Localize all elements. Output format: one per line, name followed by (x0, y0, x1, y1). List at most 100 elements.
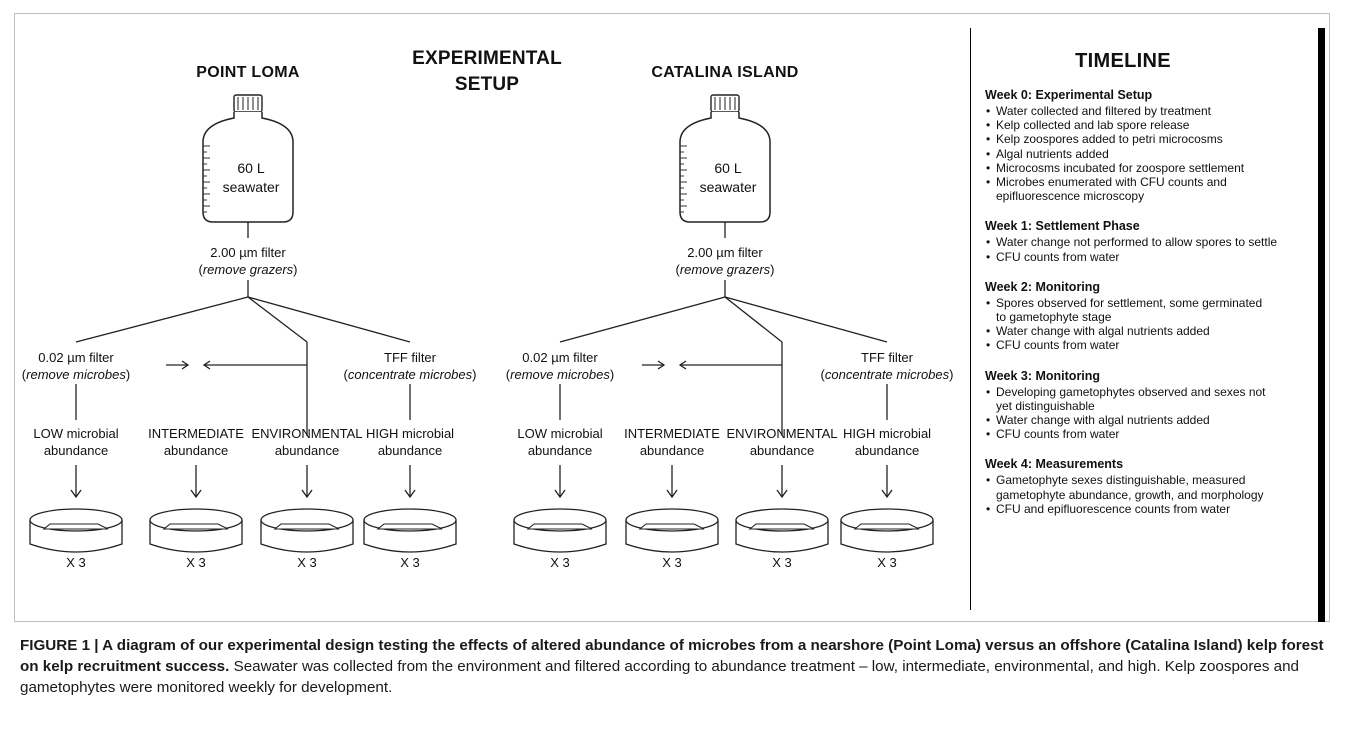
timeline-week-heading: Week 2: Monitoring (985, 279, 1101, 294)
high-filter-note-close-paren: ) (472, 367, 477, 382)
timeline-item: CFU counts from water (985, 427, 1325, 441)
low-filter-note: remove microbes (26, 367, 126, 382)
arrowhead-to-petri-dish (666, 489, 678, 499)
high-filter-note-open-paren: ( (343, 367, 348, 382)
timeline-item: Microcosms incubated for zoospore settle… (985, 161, 1325, 175)
replicate-count: X 3 (400, 555, 420, 570)
treatment-label-line2: abundance (854, 443, 920, 458)
site-name: CATALINA ISLAND (651, 64, 799, 81)
arrowhead-from-low-filter (657, 360, 666, 370)
branch-line-environmental (247, 296, 308, 343)
treatment-label-line1: HIGH microbial (365, 426, 455, 441)
prefilter-note: remove grazers (679, 262, 771, 277)
experimental-setup-diagram (29, 94, 934, 553)
setup-title-line-2: SETUP (454, 74, 520, 95)
timeline-week-items: Water change not performed to allow spor… (985, 235, 1325, 264)
treatment-label-line2: abundance (639, 443, 705, 458)
low-filter-note-wrapper: (remove microbes) (22, 366, 130, 383)
timeline-item: CFU counts from water (985, 250, 1325, 264)
low-filter-label: 0.02 µm filter (38, 350, 114, 365)
treatment-label-line2: abundance (43, 443, 109, 458)
timeline-week-3: Week 3: MonitoringDeveloping gametophyte… (985, 369, 1325, 442)
jug-content-label: seawater (699, 179, 757, 195)
timeline-week-items: Spores observed for settlement, some ger… (985, 296, 1325, 353)
treatment-label-line2: abundance (163, 443, 229, 458)
timeline-week-2: Week 2: MonitoringSpores observed for se… (985, 280, 1325, 353)
branch-line-low (559, 296, 726, 343)
settlement-slide (162, 523, 229, 530)
prefilter-note-open-paren: ( (675, 262, 680, 277)
timeline-title: TIMELINE (1075, 50, 1171, 72)
arrowhead-to-petri-dish (404, 489, 416, 499)
timeline-week-heading: Week 3: Monitoring (985, 368, 1101, 383)
low-filter-note-close-paren: ) (125, 367, 131, 382)
prefilter-label: 2.00 µm filter (687, 245, 763, 260)
timeline-item: Water collected and filtered by treatmen… (985, 104, 1325, 118)
prefilter-note-wrapper: (remove grazers) (676, 261, 775, 278)
replicate-count: X 3 (66, 555, 86, 570)
timeline-item: Water change not performed to allow spor… (985, 235, 1325, 249)
prefilter-note-close-paren: ) (770, 262, 775, 277)
timeline-week-4: Week 4: MeasurementsGametophyte sexes di… (985, 457, 1325, 516)
arrowhead-to-petri-dish (190, 489, 202, 499)
timeline-item: Water change with algal nutrients added (985, 324, 1325, 338)
timeline-week-items: Gametophyte sexes distinguishable, measu… (985, 473, 1325, 516)
replicate-count: X 3 (550, 555, 570, 570)
low-filter-note-close-paren: ) (609, 367, 615, 382)
timeline-week-items: Developing gametophytes observed and sex… (985, 385, 1325, 442)
replicate-count: X 3 (662, 555, 682, 570)
arrowhead-to-petri-dish (881, 489, 893, 499)
branch-line-high (724, 296, 888, 343)
site-catalina-island-diagram (513, 94, 934, 553)
timeline-week-1: Week 1: Settlement PhaseWater change not… (985, 219, 1325, 264)
arrowhead-from-low-filter (181, 360, 190, 370)
arrowhead-to-petri-dish (301, 489, 313, 499)
replicate-count: X 3 (186, 555, 206, 570)
arrowhead-from-environmental (202, 360, 211, 370)
setup-title-line-1: EXPERIMENTAL (412, 48, 562, 69)
low-filter-note-open-paren: ( (21, 367, 27, 382)
branch-line-high (247, 296, 411, 343)
timeline-item: Gametophyte sexes distinguishable, measu… (985, 473, 1325, 501)
low-filter-label: 0.02 µm filter (522, 350, 598, 365)
replicate-count: X 3 (297, 555, 317, 570)
settlement-slide (42, 523, 109, 530)
timeline-item: Developing gametophytes observed and sex… (985, 385, 1325, 413)
figure-frame (14, 13, 1330, 622)
prefilter-note-open-paren: ( (198, 262, 203, 277)
timeline-week-items: Water collected and filtered by treatmen… (985, 104, 1325, 203)
branch-line-low (75, 296, 249, 343)
prefilter-note-close-paren: ) (293, 262, 298, 277)
figure-caption: FIGURE 1 | A diagram of our experimental… (20, 635, 1340, 698)
high-filter-note: concentrate microbes (824, 367, 950, 382)
high-filter-note-wrapper: (concentrate microbes) (344, 366, 477, 383)
settlement-slide (638, 523, 705, 530)
arrowhead-to-petri-dish (70, 489, 82, 499)
treatment-label-line1: ENVIRONMENTAL (726, 426, 838, 441)
caption-text: Seawater was collected from the environm… (20, 658, 1300, 696)
low-filter-note-wrapper: (remove microbes) (506, 366, 614, 383)
high-filter-label: TFF filter (861, 350, 913, 365)
arrowhead-from-environmental (678, 360, 687, 370)
prefilter-label: 2.00 µm filter (210, 245, 286, 260)
high-filter-label: TFF filter (384, 350, 436, 365)
settlement-slide (273, 523, 340, 530)
arrowhead-to-petri-dish (776, 489, 788, 499)
high-filter-note-open-paren: ( (820, 367, 825, 382)
replicate-count: X 3 (877, 555, 897, 570)
timeline-week-heading: Week 1: Settlement Phase (985, 219, 1140, 234)
treatment-label-line2: abundance (749, 443, 815, 458)
settlement-slide (853, 523, 920, 530)
treatment-label-line2: abundance (377, 443, 443, 458)
caption-bold: FIGURE 1 | A diagram of our experimental… (20, 637, 1324, 675)
high-filter-note-wrapper: (concentrate microbes) (821, 366, 954, 383)
timeline-item: Water change with algal nutrients added (985, 413, 1325, 427)
treatment-label-line1: INTERMEDIATE (148, 426, 244, 441)
settlement-slide (748, 523, 815, 530)
high-filter-note-close-paren: ) (949, 367, 954, 382)
timeline-item: Kelp zoospores added to petri microcosms (985, 132, 1325, 146)
timeline-divider (970, 28, 971, 610)
arrowhead-to-petri-dish (554, 489, 566, 499)
jug-volume-label: 60 L (714, 160, 742, 176)
treatment-label-line1: INTERMEDIATE (624, 426, 720, 441)
